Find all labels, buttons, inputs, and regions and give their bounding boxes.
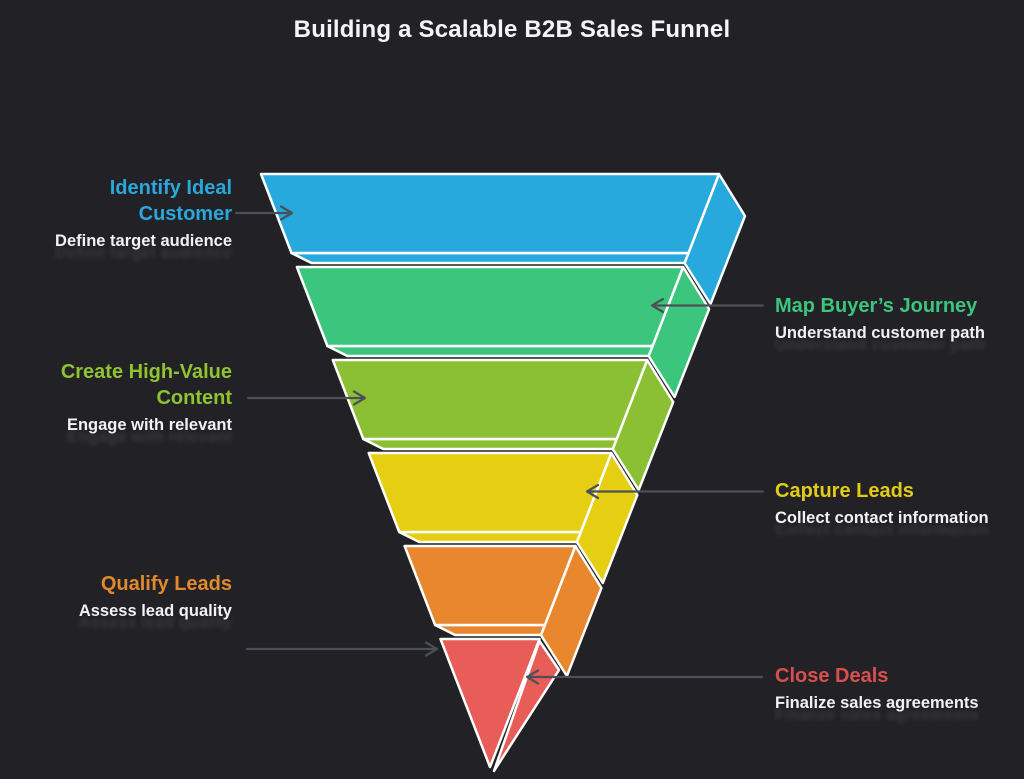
step-label-identify-ideal-customer: Identify Ideal Customer Define target au… <box>22 175 232 253</box>
step-subtitle: Define target audience <box>55 232 232 250</box>
step-title: Qualify Leads <box>100 573 232 595</box>
funnel-layer-identify-lip <box>290 251 690 265</box>
arrow-map-buyers-journey <box>650 297 765 314</box>
step-label-map-buyers-journey: Map Buyer’s Journey Understand customer … <box>775 293 1024 345</box>
step-subtitle: Understand customer path <box>775 324 985 342</box>
connector-arrows <box>234 205 765 685</box>
step-label-qualify-leads: Qualify Leads Assess lead quality <box>22 571 232 623</box>
arrow-capture-leads <box>585 483 765 500</box>
arrow-qualify-leads <box>245 641 439 657</box>
step-subtitle: Assess lead quality <box>78 602 232 620</box>
page-title: Building a Scalable B2B Sales Funnel <box>293 16 731 43</box>
arrow-create-high-value-content <box>246 390 367 406</box>
funnel-layer-qualify-leads-lip <box>433 623 547 637</box>
step-title: Capture Leads <box>775 480 914 502</box>
step-subtitle: Engage with relevant <box>66 416 232 434</box>
funnel-layers <box>259 172 747 773</box>
funnel-layer-capture-leads-lip <box>397 530 583 544</box>
step-label-close-deals: Close Deals Finalize sales agreements <box>775 663 1024 715</box>
step-subtitle: Finalize sales agreements <box>775 694 979 712</box>
funnel-layer-qualify-leads-front <box>403 544 577 627</box>
funnel-layer-capture-leads-front <box>367 451 613 534</box>
step-title: Create High-Value Content <box>60 361 232 409</box>
step-title: Close Deals <box>775 665 889 687</box>
funnel-layer-content-lip <box>362 437 618 451</box>
funnel-layer-identify-front <box>259 172 721 255</box>
funnel-layer-close-deals-side <box>492 639 561 773</box>
funnel-layer-journey-front <box>295 265 685 348</box>
funnel-layer-close-deals-front <box>439 637 541 769</box>
step-subtitle: Collect contact information <box>775 509 989 527</box>
arrow-close-deals <box>525 669 764 685</box>
step-label-capture-leads: Capture Leads Collect contact informatio… <box>775 478 1024 530</box>
step-label-create-high-value-content: Create High-Value Content Engage with re… <box>22 359 232 437</box>
step-title: Map Buyer’s Journey <box>775 295 978 317</box>
funnel-layer-content-front <box>331 358 649 441</box>
step-title: Identify Ideal Customer <box>109 177 232 225</box>
funnel-layer-journey-lip <box>326 344 654 358</box>
arrow-identify-ideal-customer <box>234 205 294 221</box>
